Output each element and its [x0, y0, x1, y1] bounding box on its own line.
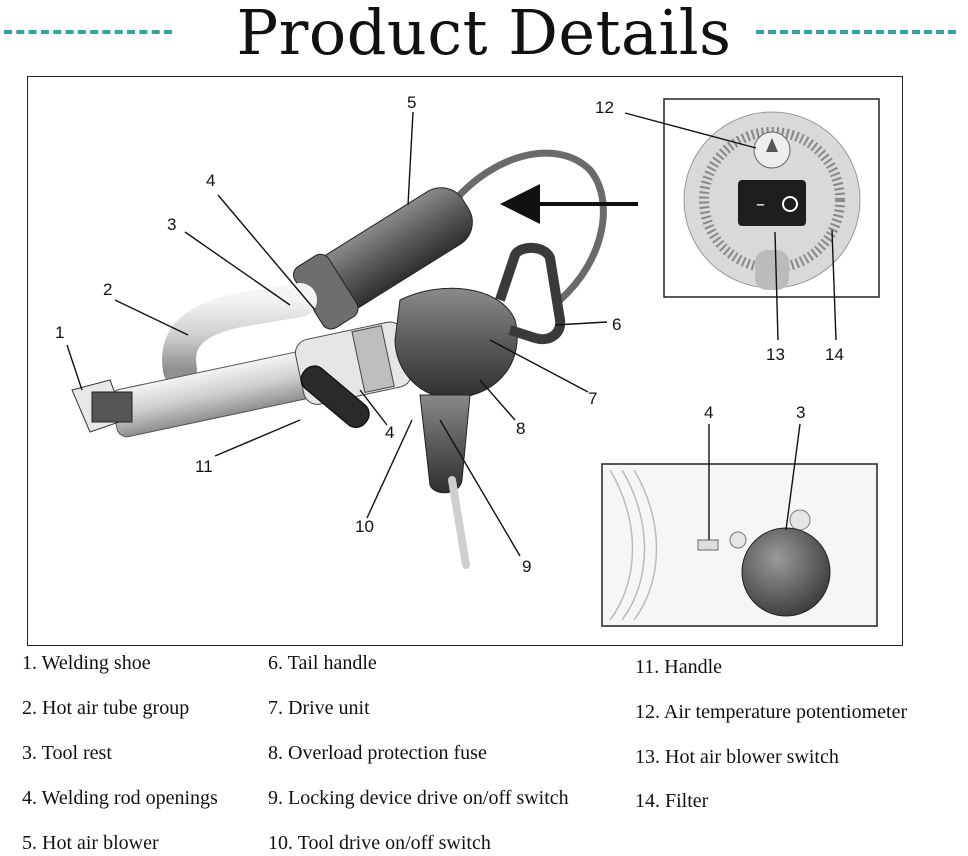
callout-6: 6	[612, 315, 621, 334]
legend-item: 5. Hot air blower	[22, 832, 159, 854]
callout-14: 14	[825, 345, 844, 364]
title-dash-right	[756, 30, 956, 34]
inset-callout-3: 3	[796, 403, 805, 422]
legend-item: 11. Handle	[635, 656, 723, 678]
callout-12: 12	[595, 98, 614, 117]
legend-item: 13. Hot air blower switch	[635, 746, 839, 768]
extruder-diagram: – 1 2 3 4 5 6 7 8 9	[55, 93, 880, 627]
callout-8: 8	[516, 419, 525, 438]
legend-item: 1. Welding shoe	[22, 652, 151, 674]
tail-handle	[495, 242, 566, 344]
legend-item: 9. Locking device drive on/off switch	[268, 787, 569, 809]
callout-10: 10	[355, 517, 374, 536]
legend-item: 7. Drive unit	[268, 697, 370, 719]
legend-item: 6. Tail handle	[268, 652, 377, 674]
callout-2: 2	[103, 280, 112, 299]
legend-item: 2. Hot air tube group	[22, 697, 190, 719]
title-dash-left	[4, 30, 172, 34]
parts-legend: 1. Welding shoe 2. Hot air tube group 3.…	[0, 652, 968, 854]
callout-11: 11	[195, 457, 213, 476]
svg-text:–: –	[756, 194, 765, 215]
hot-air-tube	[162, 283, 317, 387]
title-row: Product Details	[0, 0, 968, 72]
callout-13: 13	[766, 345, 785, 364]
page-title: Product Details	[236, 0, 732, 69]
drive-unit	[394, 287, 518, 399]
side-handle	[300, 365, 370, 428]
inset-switch-panel: –	[663, 98, 880, 298]
power-cable	[452, 149, 607, 303]
callout-5: 5	[407, 93, 416, 112]
inset-closeup	[601, 463, 878, 627]
callout-3: 3	[167, 215, 176, 234]
legend-item: 4. Welding rod openings	[22, 787, 218, 809]
inset-callout-4: 4	[704, 403, 713, 422]
legend-item: 12. Air temperature potentiometer	[635, 701, 908, 723]
extruder-barrel	[110, 321, 413, 438]
callout-4b: 4	[385, 423, 394, 442]
callout-1: 1	[55, 323, 64, 342]
welding-rod	[448, 476, 470, 569]
figure-frame	[27, 76, 903, 646]
callout-4: 4	[206, 171, 215, 190]
legend-item: 8. Overload protection fuse	[268, 742, 487, 764]
welding-shoe	[71, 379, 133, 433]
pistol-grip	[419, 394, 471, 494]
legend-item: 3. Tool rest	[22, 742, 112, 764]
legend-item: 10. Tool drive on/off switch	[268, 832, 491, 854]
legend-item: 14. Filter	[635, 790, 709, 812]
callout-7: 7	[588, 389, 597, 408]
callout-9: 9	[522, 557, 531, 576]
leader-lines	[66, 111, 837, 557]
